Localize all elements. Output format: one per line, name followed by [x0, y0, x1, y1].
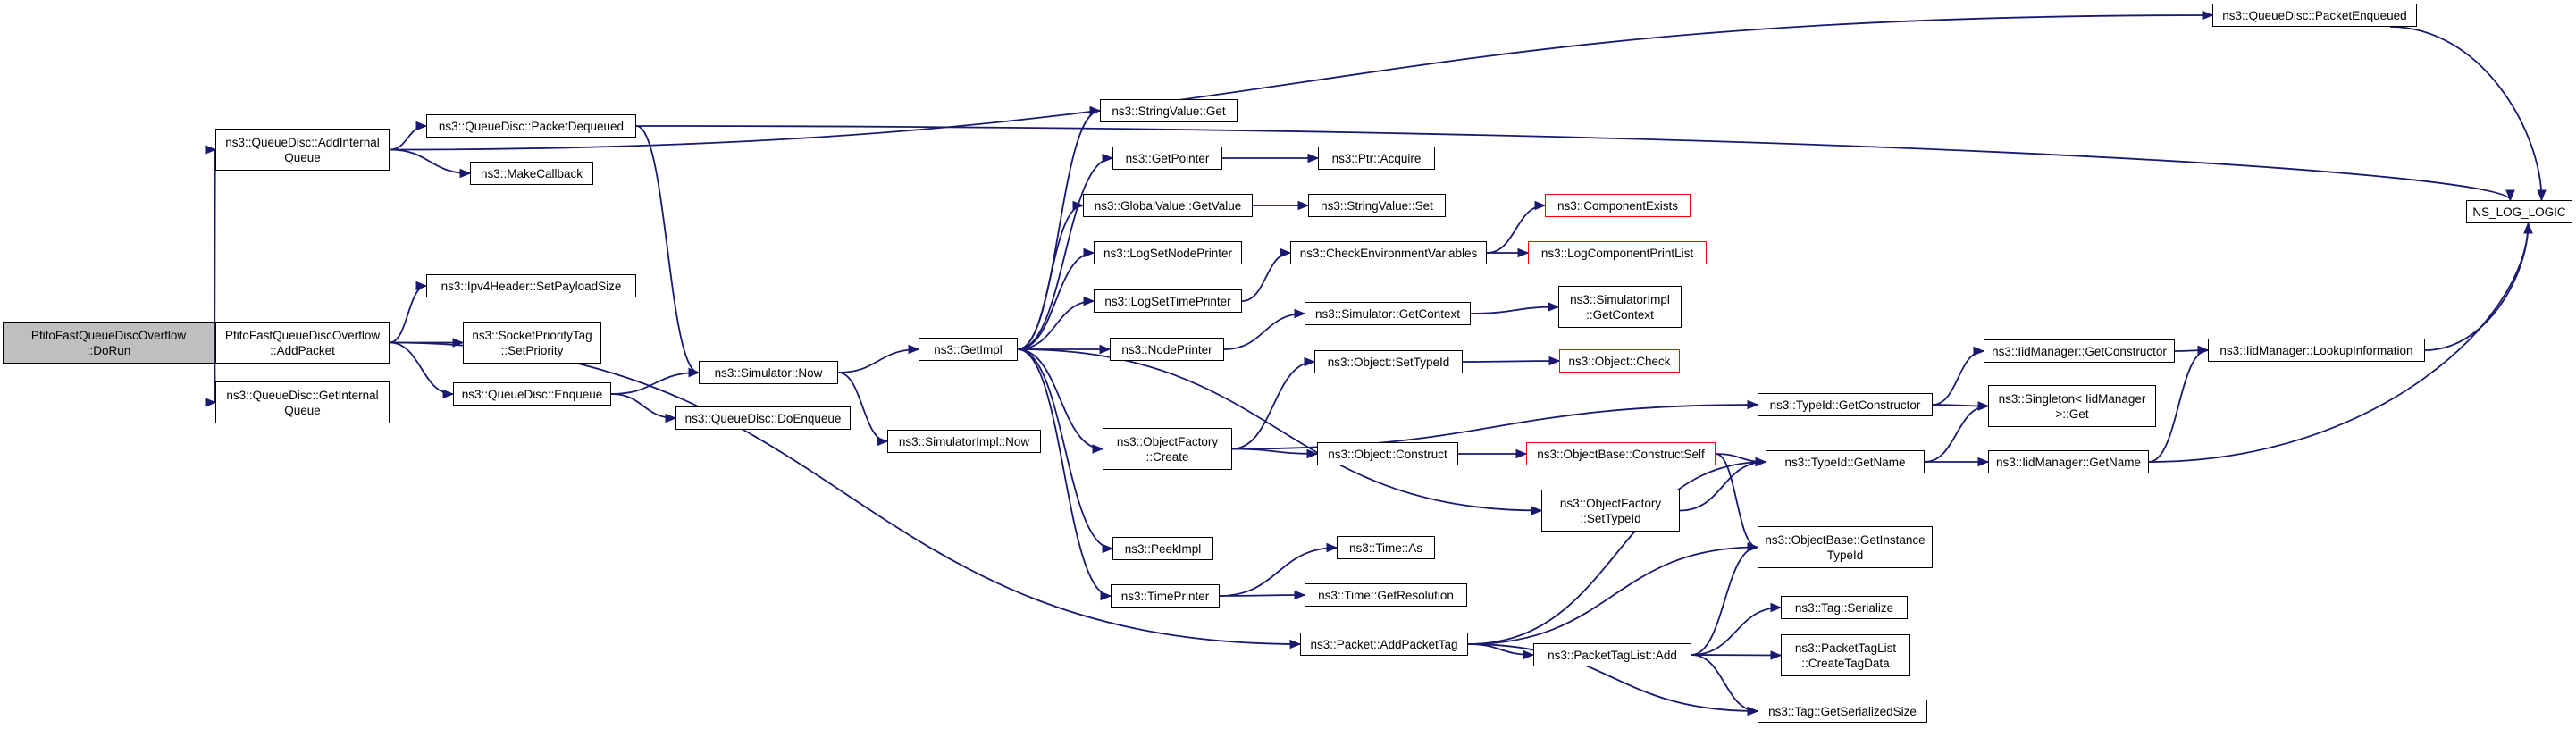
node-object-check[interactable]: ns3::Object::Check: [1559, 349, 1680, 373]
node-packet-add-packet-tag[interactable]: ns3::Packet::AddPacketTag: [1300, 633, 1468, 656]
node-time-printer[interactable]: ns3::TimePrinter: [1111, 584, 1220, 608]
node-pfifo-add-packet[interactable]: PfifoFastQueueDiscOverflow ::AddPacket: [215, 322, 390, 364]
node-get-pointer[interactable]: ns3::GetPointer: [1112, 147, 1222, 170]
node-log-component-print-list[interactable]: ns3::LogComponentPrintList: [1528, 241, 1707, 264]
node-objectfactory-set-type-id[interactable]: ns3::ObjectFactory ::SetTypeId: [1541, 490, 1680, 532]
node-objectfactory-create[interactable]: ns3::ObjectFactory ::Create: [1103, 428, 1232, 470]
node-queuedisc-do-enqueue[interactable]: ns3::QueueDisc::DoEnqueue: [675, 406, 851, 430]
node-peek-impl[interactable]: ns3::PeekImpl: [1112, 537, 1213, 560]
node-ns-log-logic[interactable]: NS_LOG_LOGIC: [2466, 200, 2572, 223]
node-ipv4header-set-payload-size[interactable]: ns3::Ipv4Header::SetPayloadSize: [426, 274, 636, 297]
node-log-set-node-printer[interactable]: ns3::LogSetNodePrinter: [1094, 241, 1242, 264]
node-typeid-get-constructor[interactable]: ns3::TypeId::GetConstructor: [1758, 393, 1933, 416]
node-component-exists[interactable]: ns3::ComponentExists: [1545, 194, 1691, 217]
node-iidmanager-get-constructor[interactable]: ns3::IidManager::GetConstructor: [1984, 339, 2175, 363]
node-tag-serialize[interactable]: ns3::Tag::Serialize: [1781, 596, 1908, 619]
node-time-get-resolution[interactable]: ns3::Time::GetResolution: [1305, 583, 1467, 607]
node-time-as[interactable]: ns3::Time::As: [1337, 536, 1435, 559]
node-objectbase-get-instance-type-id[interactable]: ns3::ObjectBase::GetInstance TypeId: [1758, 526, 1933, 568]
node-queuedisc-packet-enqueued[interactable]: ns3::QueueDisc::PacketEnqueued: [2212, 4, 2417, 27]
node-ptr-acquire[interactable]: ns3::Ptr::Acquire: [1318, 147, 1435, 170]
node-pfifo-doRun[interactable]: PfifoFastQueueDiscOverflow ::DoRun: [3, 322, 214, 364]
node-queuedisc-packet-dequeued[interactable]: ns3::QueueDisc::PacketDequeued: [426, 114, 636, 138]
node-iidmanager-get-name[interactable]: ns3::IidManager::GetName: [1988, 450, 2149, 473]
node-object-construct[interactable]: ns3::Object::Construct: [1317, 442, 1458, 465]
node-globalvalue-get-value[interactable]: ns3::GlobalValue::GetValue: [1083, 194, 1253, 217]
node-simulatorimpl-get-context[interactable]: ns3::SimulatorImpl ::GetContext: [1558, 286, 1682, 328]
node-check-environment-variables[interactable]: ns3::CheckEnvironmentVariables: [1290, 241, 1487, 264]
node-object-set-type-id[interactable]: ns3::Object::SetTypeId: [1314, 350, 1463, 373]
node-iidmanager-lookup-information[interactable]: ns3::IidManager::LookupInformation: [2208, 339, 2425, 362]
node-get-impl[interactable]: ns3::GetImpl: [919, 338, 1018, 361]
node-simulator-now[interactable]: ns3::Simulator::Now: [699, 361, 838, 384]
node-make-callback[interactable]: ns3::MakeCallback: [470, 162, 593, 185]
node-stringvalue-set[interactable]: ns3::StringValue::Set: [1308, 194, 1446, 217]
node-node-printer[interactable]: ns3::NodePrinter: [1110, 338, 1224, 361]
node-typeid-get-name[interactable]: ns3::TypeId::GetName: [1766, 450, 1925, 473]
node-packettaglist-add[interactable]: ns3::PacketTagList::Add: [1533, 643, 1691, 666]
node-queuedisc-get-internal-queue[interactable]: ns3::QueueDisc::GetInternal Queue: [215, 381, 390, 423]
node-singleton-iidmanager-get[interactable]: ns3::Singleton< IidManager >::Get: [1988, 385, 2156, 427]
node-log-set-time-printer[interactable]: ns3::LogSetTimePrinter: [1094, 289, 1242, 313]
node-simulator-get-context[interactable]: ns3::Simulator::GetContext: [1305, 302, 1471, 325]
node-stringvalue-get[interactable]: ns3::StringValue::Get: [1100, 99, 1238, 122]
node-queuedisc-enqueue[interactable]: ns3::QueueDisc::Enqueue: [453, 382, 611, 406]
node-simulatorimpl-now[interactable]: ns3::SimulatorImpl::Now: [887, 430, 1041, 453]
node-socketprioritytag-set-priority[interactable]: ns3::SocketPriorityTag ::SetPriority: [463, 322, 601, 364]
node-packettaglist-create-tag-data[interactable]: ns3::PacketTagList ::CreateTagData: [1781, 634, 1910, 676]
node-queuedisc-add-internal-queue[interactable]: ns3::QueueDisc::AddInternal Queue: [215, 129, 390, 171]
node-tag-get-serialized-size[interactable]: ns3::Tag::GetSerializedSize: [1758, 700, 1927, 723]
node-objectbase-construct-self[interactable]: ns3::ObjectBase::ConstructSelf: [1526, 442, 1716, 465]
